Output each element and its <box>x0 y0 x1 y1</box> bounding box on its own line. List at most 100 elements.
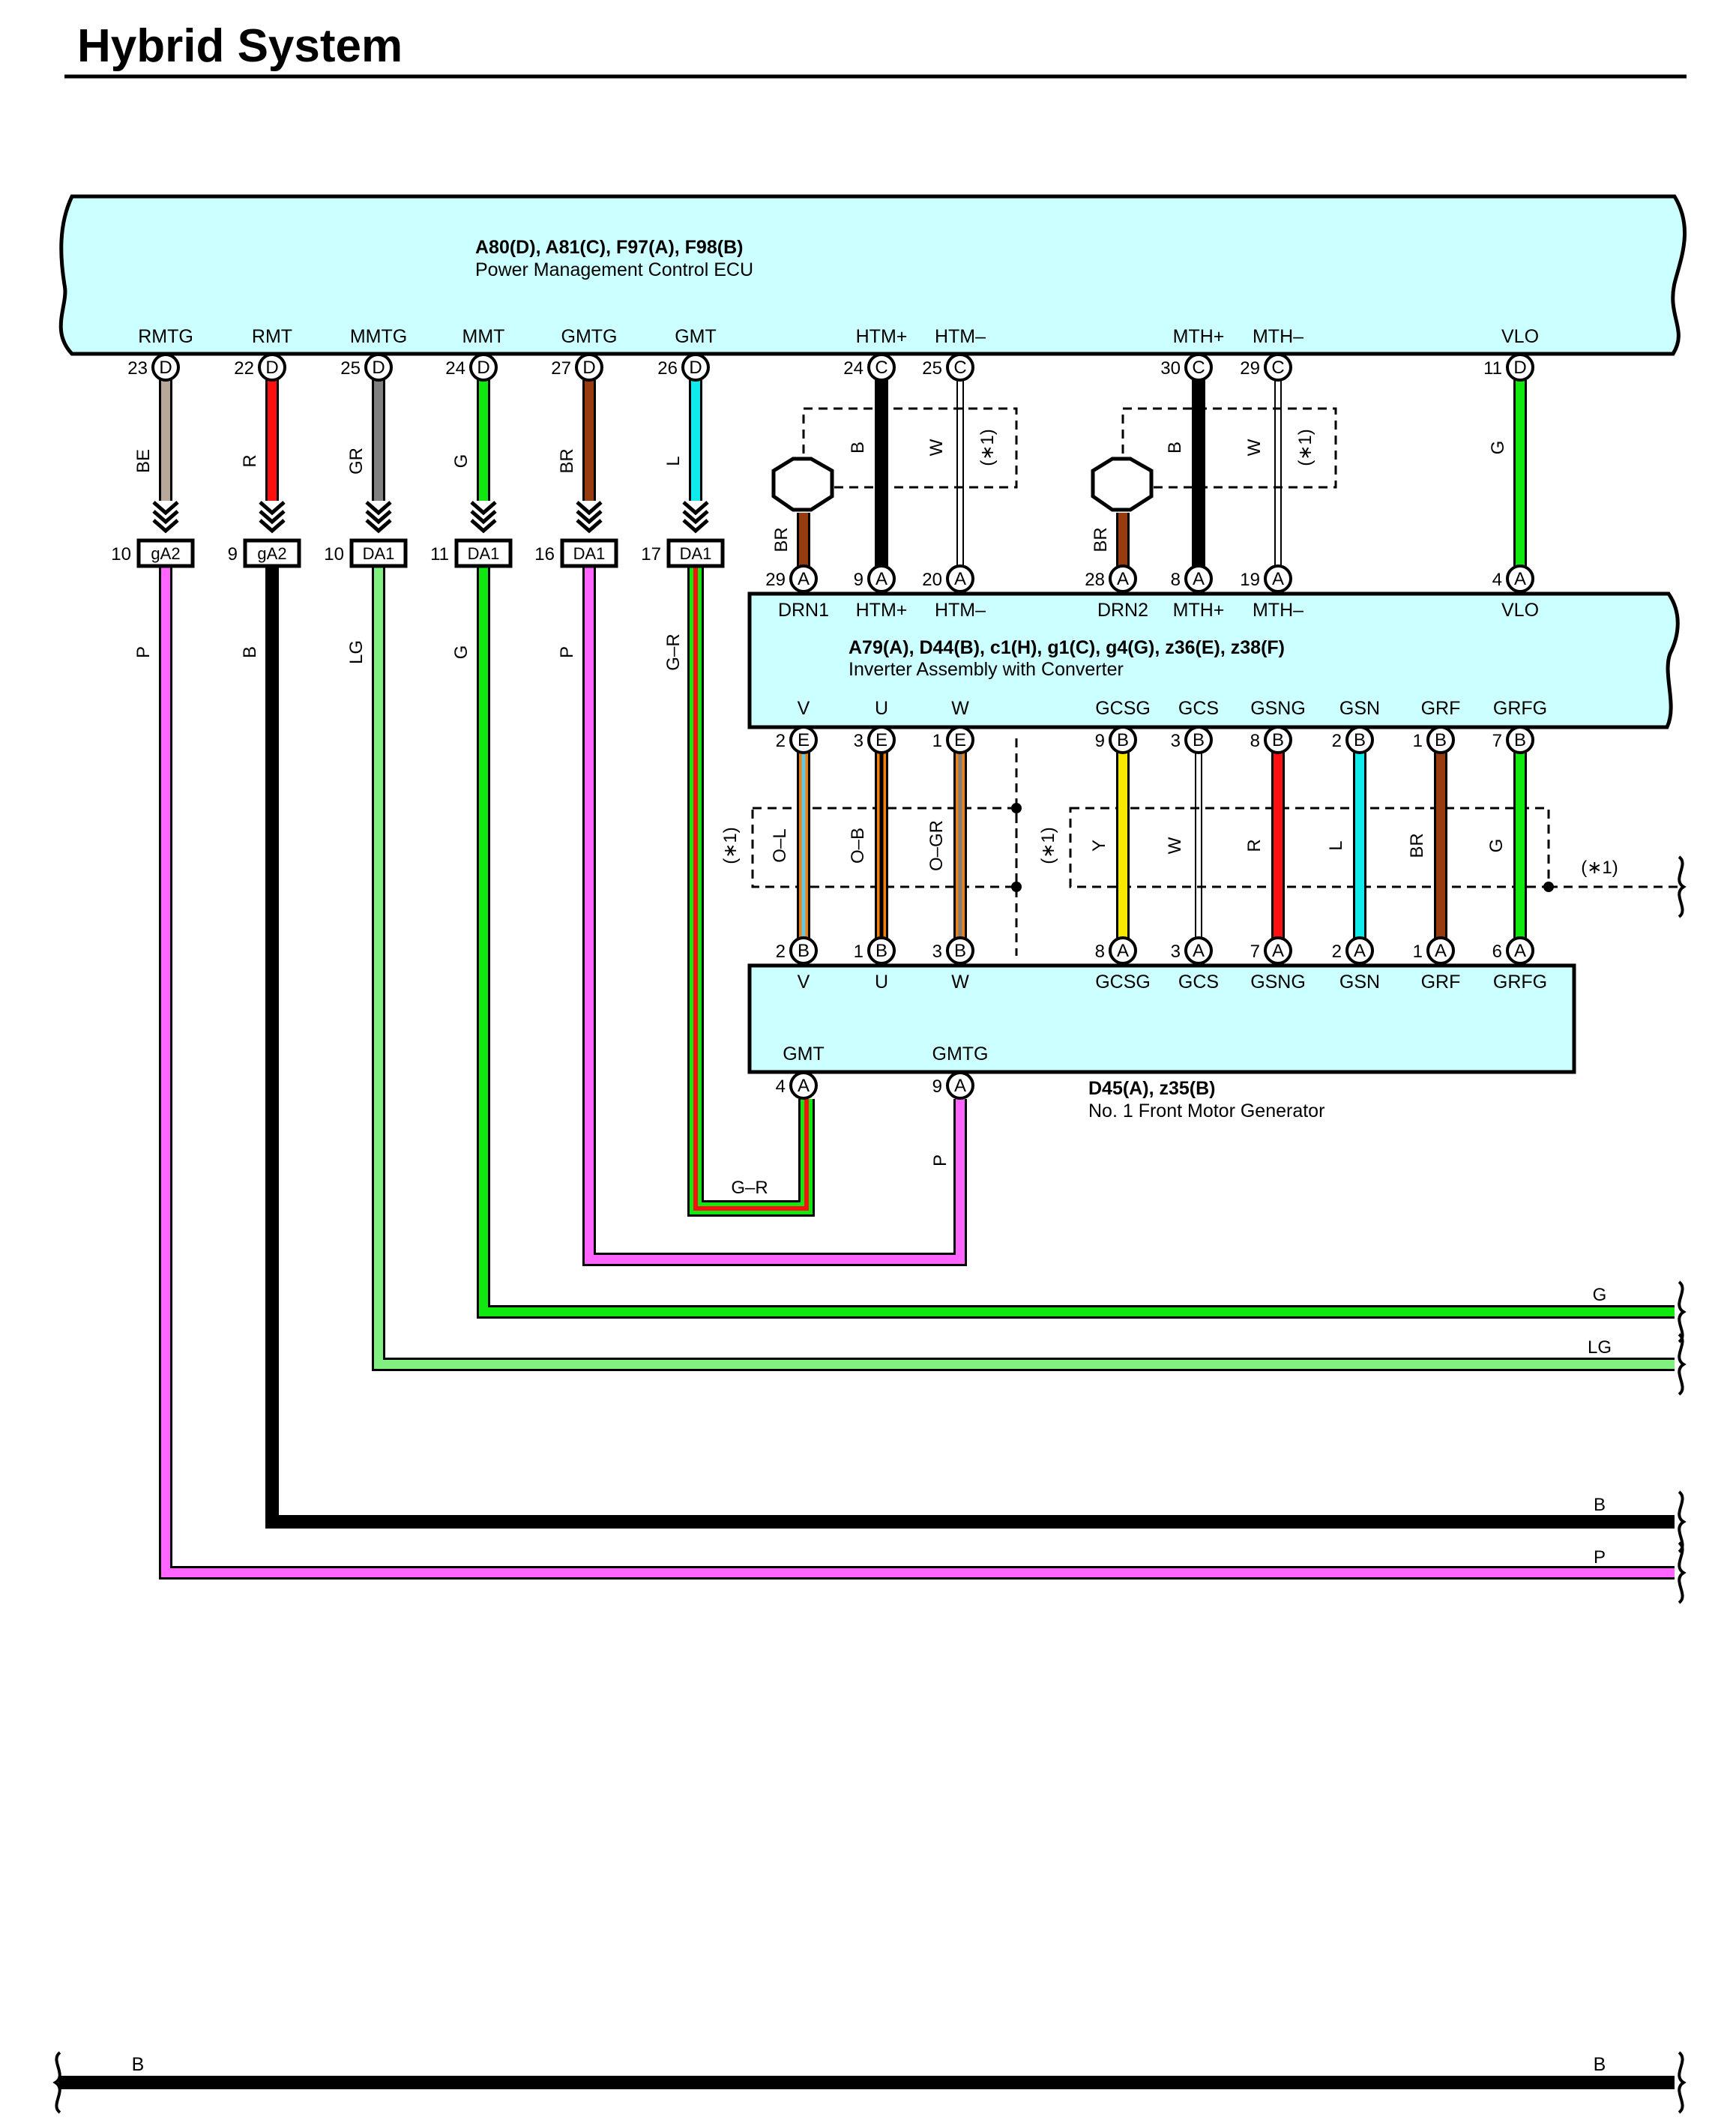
inverter-bottom-grfg-signal-label: GRFG <box>1493 698 1547 719</box>
inverter-top-mth–-signal-label: MTH– <box>1253 600 1303 621</box>
motor-top-w-terminal <box>946 936 974 965</box>
inverter-top-drn2-signal-label: DRN2 <box>1097 600 1148 621</box>
inverter-top-htm+-terminal <box>867 564 896 593</box>
continuation-bracket <box>1678 1490 1687 1553</box>
ecu-mth+-terminal <box>1184 353 1213 382</box>
continuation-bracket <box>52 2051 61 2114</box>
ecu-htm+-wire-color-label: B <box>848 442 868 454</box>
inverter-top-drn1-pin-number: 29 <box>765 570 786 590</box>
inverter-box <box>747 591 1680 729</box>
junction-5-wire-color-label: G–R <box>663 633 684 670</box>
harness-g-wire <box>479 566 1675 1316</box>
motor-bottom-gmtg-pin-number: 9 <box>932 1076 942 1097</box>
motor-bottom-gmt-signal-label: GMT <box>783 1044 825 1064</box>
inverter-top-mth+-terminal <box>1184 564 1213 593</box>
continuation-bracket <box>1678 2051 1687 2114</box>
connector-chevron <box>259 510 286 525</box>
shield-htm <box>802 407 1018 489</box>
junction-connector-pin: 16 <box>534 544 555 564</box>
inverter-bottom-grfg-terminal <box>1506 726 1534 754</box>
inverter-gsn-wire-color-label: L <box>1326 840 1346 850</box>
ecu-gmtg-pin-number: 27 <box>551 358 571 379</box>
inverter-u-wire-color-label: O–B <box>848 828 868 864</box>
page-title: Hybrid System <box>77 20 403 72</box>
connector-chevron <box>576 501 603 516</box>
ecu-htm+-terminal <box>867 353 896 382</box>
inverter-bottom-gcsg-terminal-code: B <box>1117 730 1129 750</box>
inverter-bottom-grf-signal-label: GRF <box>1421 698 1461 719</box>
ecu-mmtg-signal-label: MMTG <box>350 326 407 347</box>
connector-chevron <box>470 510 497 525</box>
inverter-connectors: A79(A), D44(B), c1(H), g1(C), g4(G), z36… <box>849 637 1285 658</box>
connector-chevron <box>576 519 603 534</box>
junction-connector-1 <box>243 538 301 568</box>
motor-connectors: D45(A), z35(B) <box>1088 1078 1215 1099</box>
ecu-htm–-pin-number: 25 <box>922 358 942 379</box>
junction-connector-code: DA1 <box>363 544 395 563</box>
shield-note-0-wire-color-label: (∗1) <box>977 429 998 466</box>
ecu-name: Power Management Control ECU <box>475 259 753 280</box>
connector-chevron <box>682 519 709 534</box>
inverter-top-htm+-signal-label: HTM+ <box>856 600 908 621</box>
motor-top-u-terminal-code: B <box>875 941 887 961</box>
inverter-bottom-grfg-pin-number: 7 <box>1492 731 1502 751</box>
bottom-wire-label-left: B <box>132 2054 145 2075</box>
wire-group <box>58 380 1675 2089</box>
inverter-grf-wire-color-label: BR <box>1407 833 1427 858</box>
shield-dot <box>1011 882 1022 892</box>
inverter-bottom-gcsg-signal-label: GCSG <box>1095 698 1151 719</box>
inverter-bottom-gsn-terminal-code: B <box>1354 730 1366 750</box>
junction-connector-code: DA1 <box>468 544 500 563</box>
inverter-bottom-grf-terminal-code: B <box>1435 730 1447 750</box>
motor-top-w-pin-number: 3 <box>932 942 942 962</box>
ecu-vlo-wire-color-label: G <box>1488 441 1508 455</box>
inverter-top-htm+-pin-number: 9 <box>854 570 864 590</box>
ecu-rmtg-wire-color-label: BE <box>133 449 154 473</box>
inverter-top-drn2-terminal-code: A <box>1117 569 1129 589</box>
gr-loop-label: G–R <box>731 1178 768 1198</box>
motor-top-grf-signal-label: GRF <box>1421 972 1461 993</box>
ecu-gmt-signal-label: GMT <box>675 326 717 347</box>
wire-p-label: P <box>1594 1547 1606 1568</box>
motor-top-gcs-terminal <box>1184 936 1213 965</box>
ecu-gmtg-signal-label: GMTG <box>561 326 618 347</box>
shield-resolver <box>1069 807 1684 888</box>
motor-top-w-terminal-code: B <box>954 941 966 961</box>
motor-top-u-signal-label: U <box>875 972 888 993</box>
ecu-mth+-wire-color-label: B <box>1165 442 1185 454</box>
inverter-bottom-gsng-terminal-code: B <box>1272 730 1284 750</box>
motor-name: No. 1 Front Motor Generator <box>1088 1100 1324 1121</box>
motor-top-gsn-terminal <box>1345 936 1374 965</box>
motor-top-gcsg-signal-label: GCSG <box>1095 972 1151 993</box>
motor-box <box>747 963 1576 1074</box>
ecu-mmt-signal-label: MMT <box>462 326 505 347</box>
inverter-top-drn1-terminal-code: A <box>798 569 810 589</box>
inverter-drn1-wire-color-label: BR <box>771 527 792 552</box>
motor-top-grf-pin-number: 1 <box>1413 942 1423 962</box>
junction-connector-code: DA1 <box>573 544 606 563</box>
inverter-top-htm–-pin-number: 20 <box>922 570 942 590</box>
wire-lg-label: LG <box>1588 1337 1612 1358</box>
inverter-top-mth+-terminal-code: A <box>1193 569 1205 589</box>
inverter-bottom-gsn-pin-number: 2 <box>1332 731 1342 751</box>
shield-note-1-wire-color-label: (∗1) <box>1295 429 1315 466</box>
motor-bottom-gmt-terminal <box>789 1071 818 1100</box>
junction-connector-code: gA2 <box>257 544 286 563</box>
motor-top-gsng-terminal-code: A <box>1272 941 1284 961</box>
motor-top-v-pin-number: 2 <box>776 942 786 962</box>
inverter-bottom-grf-terminal <box>1426 726 1455 754</box>
ecu-htm–-terminal-code: C <box>953 358 966 378</box>
continuation-bracket <box>1678 1333 1687 1396</box>
ecu-gmt-terminal <box>681 353 710 382</box>
inverter-bottom-gsng-signal-label: GSNG <box>1250 698 1306 719</box>
ecu-htm–-wire-color-label: W <box>926 439 947 456</box>
ground-symbol <box>771 457 834 512</box>
shield-mth <box>1121 407 1337 489</box>
ecu-mmtg-wire-color-label: GR <box>346 448 367 475</box>
inverter-top-mth–-pin-number: 19 <box>1240 570 1260 590</box>
motor-top-gsn-terminal-code: A <box>1354 941 1366 961</box>
ecu-vlo-signal-label: VLO <box>1501 326 1539 347</box>
inverter-bottom-u-terminal-code: E <box>875 730 887 750</box>
motor-top-u-pin-number: 1 <box>854 942 864 962</box>
motor-top-grf-terminal-code: A <box>1435 941 1447 961</box>
